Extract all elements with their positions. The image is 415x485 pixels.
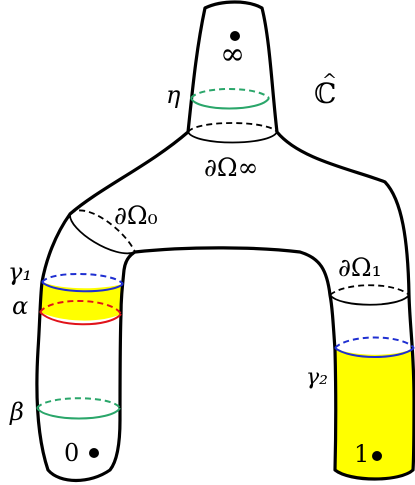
label-beta: β bbox=[9, 398, 24, 426]
point-zero bbox=[89, 448, 99, 458]
label-dOmega-inf: ∂Ω∞ bbox=[204, 153, 258, 182]
point-one bbox=[372, 451, 382, 461]
dOmega-1-back bbox=[329, 284, 410, 296]
label-C-hat: ℂ bbox=[314, 77, 336, 110]
dOmega-1-front bbox=[329, 294, 410, 306]
gamma1-front bbox=[41, 281, 124, 293]
eta-curve-front bbox=[190, 97, 270, 110]
label-one: 1 bbox=[354, 440, 369, 468]
eta-curve-back bbox=[190, 88, 270, 99]
alpha-front bbox=[39, 311, 122, 326]
beta-front bbox=[36, 407, 121, 420]
label-zero: 0 bbox=[64, 439, 79, 467]
dOmega-0-front bbox=[69, 213, 136, 255]
dOmega-0-back bbox=[69, 209, 136, 253]
label-C-hat-accent: ^ bbox=[322, 70, 337, 91]
surface-outline bbox=[35, 0, 415, 482]
label-dOmega-1: ∂Ω₁ bbox=[338, 253, 382, 282]
point-infinity bbox=[230, 31, 240, 41]
dOmega-inf-back bbox=[187, 122, 278, 133]
gamma2-back bbox=[334, 336, 415, 349]
label-gamma2: γ₂ bbox=[306, 365, 328, 390]
right-leg-fill bbox=[335, 348, 415, 479]
dOmega-inf-front bbox=[187, 131, 278, 144]
gamma2-front bbox=[334, 347, 415, 358]
label-dOmega-0: ∂Ω₀ bbox=[114, 201, 158, 230]
label-infinity: ∞ bbox=[220, 37, 245, 72]
label-eta: η bbox=[166, 81, 181, 109]
label-gamma1: γ₁ bbox=[8, 258, 32, 286]
alpha-back bbox=[39, 300, 122, 315]
label-alpha: α bbox=[12, 292, 28, 320]
gamma1-back bbox=[41, 273, 124, 285]
beta-back bbox=[36, 397, 121, 409]
